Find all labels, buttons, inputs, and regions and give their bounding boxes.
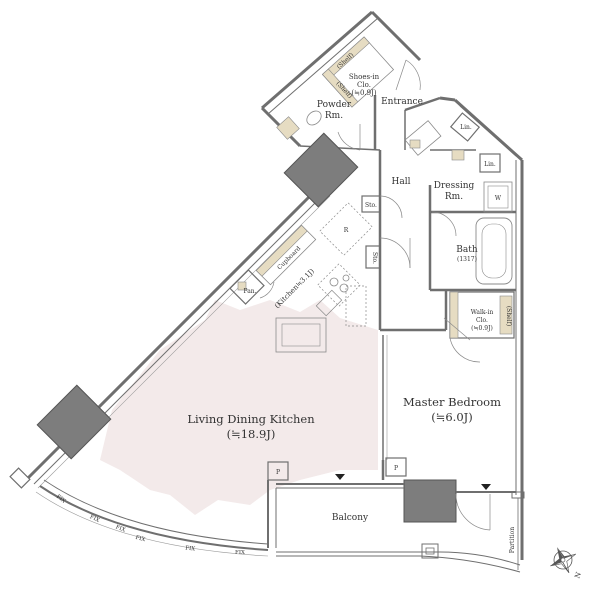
shoes-clo-label-2: Clo. bbox=[357, 81, 371, 89]
p-label-2: P bbox=[394, 465, 398, 472]
lin-label-2: Lin. bbox=[484, 161, 496, 168]
washer: W bbox=[483, 181, 513, 213]
shoes-clo-area: (≒0.9J) bbox=[351, 89, 377, 97]
column-shaft-2 bbox=[36, 384, 112, 460]
upper-diagonal-wall bbox=[260, 10, 422, 148]
washer-label: W bbox=[495, 195, 502, 202]
walkin-label-2: Clo. bbox=[476, 317, 488, 324]
pantry-door bbox=[259, 281, 275, 299]
kitchen-sink bbox=[315, 289, 343, 317]
fix-label-6: FIX bbox=[115, 525, 126, 534]
ldk-area: (≒18.9J) bbox=[227, 427, 276, 441]
walkin-area: (≒0.9J) bbox=[471, 325, 493, 332]
partition-label: Partition bbox=[509, 527, 516, 553]
balcony-window-line bbox=[276, 474, 516, 493]
p-label-1: P bbox=[276, 469, 280, 476]
walkin-label: Walk-in bbox=[471, 309, 494, 316]
sto-label-1: Sto. bbox=[365, 202, 377, 209]
cooktop bbox=[317, 263, 361, 307]
exterior-post bbox=[9, 467, 31, 489]
hall-label: Hall bbox=[392, 177, 411, 187]
entrance-label: Entrance bbox=[381, 97, 423, 107]
kitchen-island bbox=[275, 317, 327, 353]
dressing-door bbox=[431, 211, 457, 237]
master-bedroom-area: (≒6.0J) bbox=[431, 410, 473, 424]
hall-door bbox=[379, 237, 411, 269]
fix-label-3: FIX bbox=[135, 535, 146, 543]
interior-walls bbox=[299, 95, 516, 480]
north-label: N bbox=[573, 571, 583, 579]
lin-label-1: Lin. bbox=[460, 124, 472, 131]
refrigerator: R bbox=[319, 202, 373, 256]
fix-label-5: FIX bbox=[235, 550, 245, 556]
balcony-door bbox=[455, 493, 491, 531]
dressing-label-2: Rm. bbox=[445, 192, 463, 202]
sto-label-2: Sto. bbox=[371, 252, 378, 264]
fix-label-1: FIX bbox=[55, 494, 67, 505]
bathtub bbox=[475, 217, 513, 285]
fix-label-2: FIX bbox=[89, 514, 101, 524]
right-exterior-wall bbox=[439, 96, 524, 560]
curved-window-wall bbox=[35, 479, 269, 557]
walk-in-closet: Walk-in Clo. (≒0.9J) (Shelf) bbox=[449, 291, 515, 339]
column-shaft-3 bbox=[403, 479, 457, 523]
ldk-label: Living Dining Kitchen bbox=[187, 412, 315, 426]
powder-label-2: Rm. bbox=[325, 111, 343, 121]
storage-1: Sto. bbox=[361, 195, 381, 213]
ldk-floor-shading bbox=[100, 300, 378, 515]
shoes-clo-label: Shoes-in bbox=[349, 73, 380, 81]
kitchen-label: (Kitchen≒3.1J) bbox=[273, 267, 316, 310]
powder-room-fixtures bbox=[276, 110, 322, 140]
powder-label: Powder bbox=[317, 100, 352, 110]
column-shaft-1 bbox=[283, 132, 359, 208]
master-bedroom-label: Master Bedroom bbox=[403, 395, 501, 409]
walkin-shelf: (Shelf) bbox=[505, 306, 512, 326]
bath-label: Bath bbox=[456, 245, 478, 255]
linen-closet-1: Lin. bbox=[449, 112, 481, 142]
powder-door bbox=[337, 124, 361, 151]
pipe-space-2: P bbox=[385, 457, 407, 477]
sto-1-door bbox=[379, 195, 403, 219]
walkin-door bbox=[449, 337, 481, 363]
partition: Partition bbox=[509, 491, 525, 570]
fix-label-4: FIX bbox=[185, 546, 196, 553]
entrance-door bbox=[395, 59, 421, 91]
dressing-label: Dressing bbox=[434, 181, 475, 191]
pan-label: Pan. bbox=[243, 288, 256, 295]
bath-size: (1317) bbox=[457, 256, 477, 263]
pantry: Pan. bbox=[229, 269, 265, 305]
balcony-outline bbox=[267, 480, 521, 573]
north-compass-icon bbox=[550, 547, 577, 574]
fridge-label: R bbox=[344, 227, 349, 234]
storage-2: Sto. bbox=[365, 245, 381, 269]
balcony-label: Balcony bbox=[332, 513, 369, 523]
pipe-space-1: P bbox=[267, 461, 289, 481]
linen-closet-2: Lin. bbox=[479, 153, 501, 173]
